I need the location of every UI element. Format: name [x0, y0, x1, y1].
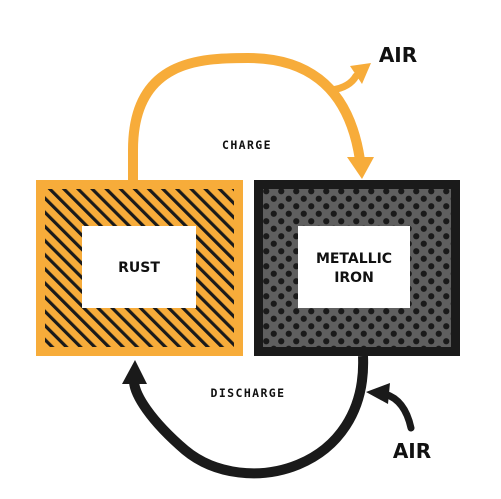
air-out-label: AIR	[379, 43, 417, 67]
discharge-arrow	[122, 355, 369, 479]
air-out-arrow	[328, 63, 371, 94]
rust-label: RUST	[118, 260, 160, 276]
air-in-label: AIR	[393, 439, 431, 463]
discharge-label: DISCHARGE	[211, 386, 286, 400]
metallic-iron-box: METALLIC IRON	[254, 180, 460, 356]
iron-label-line1: METALLIC	[316, 251, 392, 267]
iron-label-line2: IRON	[334, 270, 374, 286]
charge-label: CHARGE	[222, 138, 272, 152]
charge-arrow	[128, 52, 374, 183]
air-in-arrow	[366, 383, 415, 432]
rust-box: RUST	[36, 180, 243, 356]
